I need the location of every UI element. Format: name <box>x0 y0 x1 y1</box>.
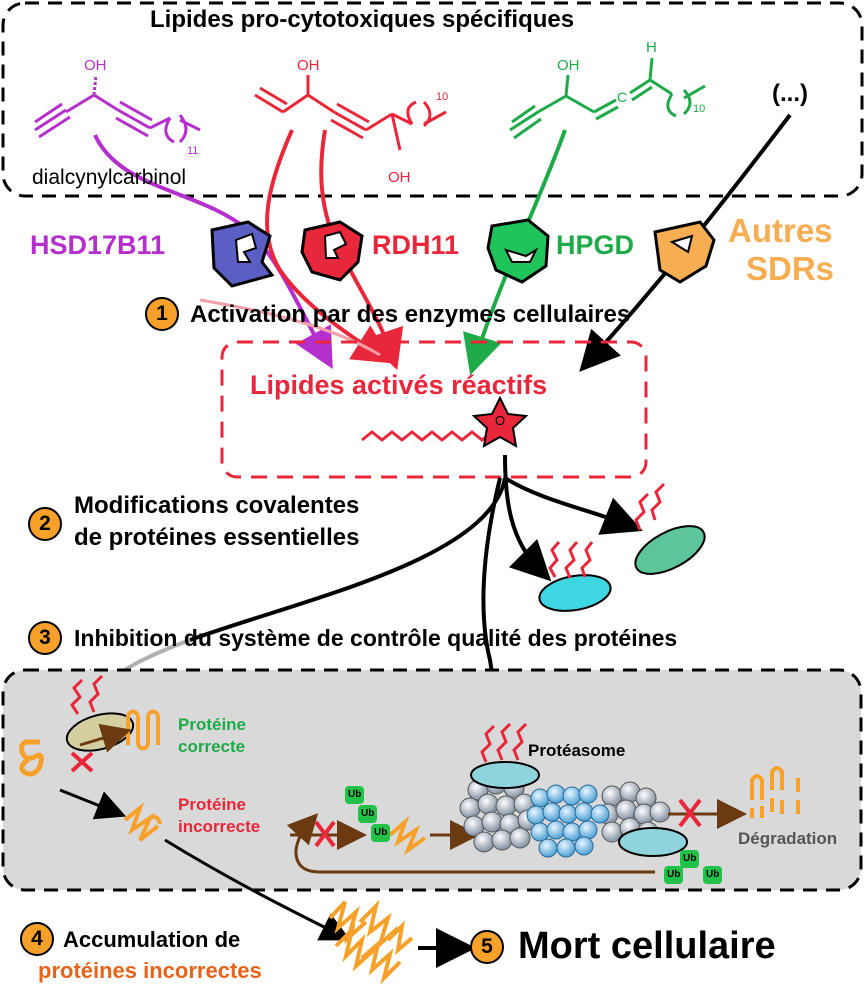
incorrect-protein-label-2: incorrecte <box>178 817 261 836</box>
aggregated-proteins <box>328 899 414 985</box>
inhibition-x-1 <box>70 751 94 773</box>
unfolded-protein <box>19 739 44 777</box>
red-oh-top-label: OH <box>297 57 320 74</box>
green-subscript: 10 <box>693 103 706 115</box>
arrow-to-cyan-protein <box>503 454 552 582</box>
incorrect-protein-label-1: Protéine <box>178 795 247 814</box>
top-box-title: Lipides pro-cytotoxiques spécifiques <box>150 6 575 33</box>
enzyme-autres-sdrs-shape <box>653 220 716 284</box>
teal-modified-protein <box>634 525 706 575</box>
quality-control-box <box>1 668 863 892</box>
activated-lipids-box <box>220 340 648 479</box>
arrow-to-box-protein <box>189 477 507 642</box>
step-4-badge: 4 <box>20 922 54 956</box>
ub-tag-2: Ub <box>358 805 378 823</box>
incorrect-protein-icon <box>123 801 162 842</box>
ub-tag-3: Ub <box>371 824 391 842</box>
activated-lipid-chain <box>361 430 493 442</box>
correct-protein-label-2: correcte <box>178 737 246 756</box>
enzyme-hpgd-label: HPGD <box>556 230 635 260</box>
arrow-red-1 <box>265 129 394 364</box>
top-lipid-box <box>1 1 864 198</box>
green-lipid-structure <box>509 57 706 140</box>
reactive-oxygen-label: O <box>495 413 506 428</box>
enzyme-autres-label: Autres <box>728 212 833 249</box>
ub-tag-1: Ub <box>345 786 365 804</box>
green-oh-label: OH <box>557 57 580 74</box>
arrow-red-3 <box>199 298 381 357</box>
dialcynylcarbinol-structure <box>34 74 201 144</box>
inhibition-x-3 <box>678 798 702 828</box>
arrow-to-teal-protein <box>503 476 643 535</box>
ub-tag-5: Ub <box>664 866 684 884</box>
step-4-text-line1: Accumulation de <box>63 927 241 952</box>
ub-tag-6: Ub <box>703 866 723 884</box>
enzyme-rdh11-label: RDH11 <box>372 230 460 260</box>
green-h-label: H <box>646 39 657 56</box>
proteasome-label: Protéasome <box>528 741 626 760</box>
step-5-text: Mort cellulaire <box>518 925 776 967</box>
step-3-text: Inhibition du système de contrôle qualit… <box>74 625 678 651</box>
ub-incorrect-protein-icon <box>388 815 427 856</box>
step-4-text-line2: protéines incorrectes <box>38 958 262 983</box>
step-2-text-line2: de protéines essentielles <box>74 524 360 551</box>
dialcynylcarbinol-label: dialcynylcarbinol <box>32 166 187 189</box>
correct-protein-label-1: Protéine <box>178 715 247 734</box>
step-2-badge: 2 <box>28 507 62 541</box>
enzyme-hpgd-shape <box>486 218 550 284</box>
dialcynyl-oh-label: OH <box>84 57 107 74</box>
activated-lipids-title: Lipides activés réactifs <box>250 370 548 400</box>
red-lipid-structure <box>254 75 447 151</box>
enzyme-hsd17b11-label: HSD17B11 <box>30 230 166 260</box>
ub-tag-4: Ub <box>680 850 700 868</box>
step-2-text-line1: Modifications covalentes <box>74 492 360 519</box>
proteasome-complex <box>459 761 688 858</box>
dialcynyl-subscript: 11 <box>187 145 199 157</box>
inhibition-x-2 <box>314 820 336 848</box>
step-5-badge: 5 <box>470 930 504 964</box>
cyan-modified-protein <box>538 574 612 612</box>
degradation-fragments <box>750 766 800 818</box>
step-1-text: Activation par des enzymes cellulaires <box>190 301 631 328</box>
degradation-label: Dégradation <box>738 829 838 848</box>
red-subscript: 10 <box>436 91 449 103</box>
enzyme-sdrs-label: SDRs <box>746 250 835 287</box>
other-lipids-label: (...) <box>772 80 808 107</box>
red-oh-bottom-label: OH <box>388 169 411 186</box>
enzyme-rdh11-shape <box>300 220 364 282</box>
arrow-to-accumulation <box>164 838 351 941</box>
reactive-star <box>471 395 529 448</box>
step-1-badge: 1 <box>145 297 179 331</box>
recycle-arrow <box>286 813 655 874</box>
green-c-label: C <box>617 89 628 105</box>
arrow-other-to-activated <box>579 113 792 372</box>
step-3-badge: 3 <box>28 621 62 655</box>
enzyme-hsd17b11-shape <box>210 220 275 288</box>
